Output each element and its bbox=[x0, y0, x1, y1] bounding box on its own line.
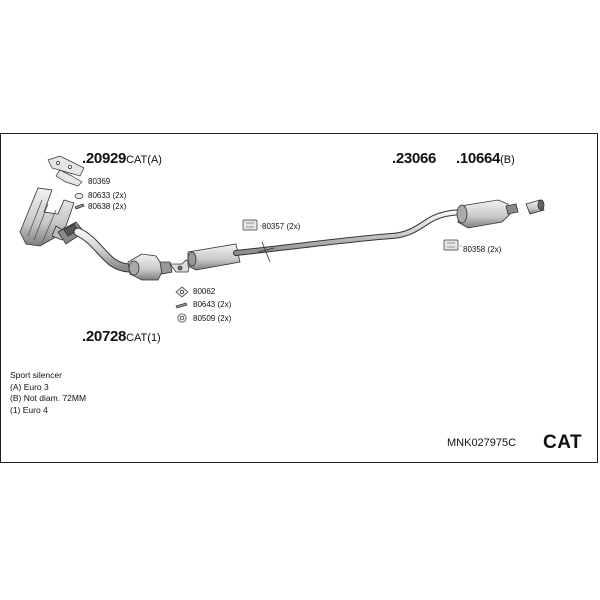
kit-code: MNK027975C bbox=[447, 437, 517, 449]
leader-lines bbox=[260, 225, 462, 247]
small-part-80358: 80358 (2x) bbox=[463, 245, 502, 254]
small-part-80643: 80643 (2x) bbox=[193, 300, 232, 309]
middle-silencer bbox=[187, 243, 241, 271]
pipe-hanger bbox=[257, 241, 275, 263]
note-line: Sport silencer bbox=[10, 370, 62, 380]
small-part-80633: 80633 (2x) bbox=[88, 191, 127, 200]
small-part-80509: 80509 (2x) bbox=[193, 314, 232, 323]
part-label-20728: .20728CAT(1) bbox=[82, 328, 161, 345]
small-part-80062: 80062 bbox=[193, 287, 216, 296]
diagram-frame bbox=[0, 133, 598, 463]
small-part-80638: 80638 (2x) bbox=[88, 202, 127, 211]
part-label-10664: .10664(B) bbox=[456, 150, 515, 167]
clamp-80358-icon bbox=[443, 239, 459, 251]
middle-flange bbox=[169, 259, 191, 273]
main-catalyst bbox=[127, 253, 173, 281]
gasket-80369-icon bbox=[47, 155, 85, 187]
note-line: (B) Not diam. 72MM bbox=[10, 393, 87, 403]
stud-80643-icon bbox=[175, 302, 188, 309]
clamp-80357-icon bbox=[242, 219, 258, 231]
stud-80638-icon bbox=[74, 203, 85, 210]
legend-notes: Sport silencer (A) Euro 3 (B) Not diam. … bbox=[10, 370, 86, 416]
rear-silencer bbox=[456, 199, 519, 229]
small-part-80357: 80357 (2x) bbox=[262, 222, 301, 231]
small-part-80369: 80369 bbox=[88, 177, 111, 186]
note-line: (A) Euro 3 bbox=[10, 381, 49, 392]
part-label-20929: .20929CAT(A) bbox=[82, 150, 162, 167]
note-line: (1) Euro 4 bbox=[10, 404, 48, 415]
gasket-80062-icon bbox=[175, 286, 189, 298]
nut-80509-icon bbox=[177, 313, 187, 323]
gasket-ring-80633-icon bbox=[74, 193, 84, 199]
tail-pipe-tip bbox=[525, 199, 545, 215]
category-label: CAT bbox=[543, 432, 583, 453]
part-label-23066: .23066 bbox=[392, 150, 437, 167]
